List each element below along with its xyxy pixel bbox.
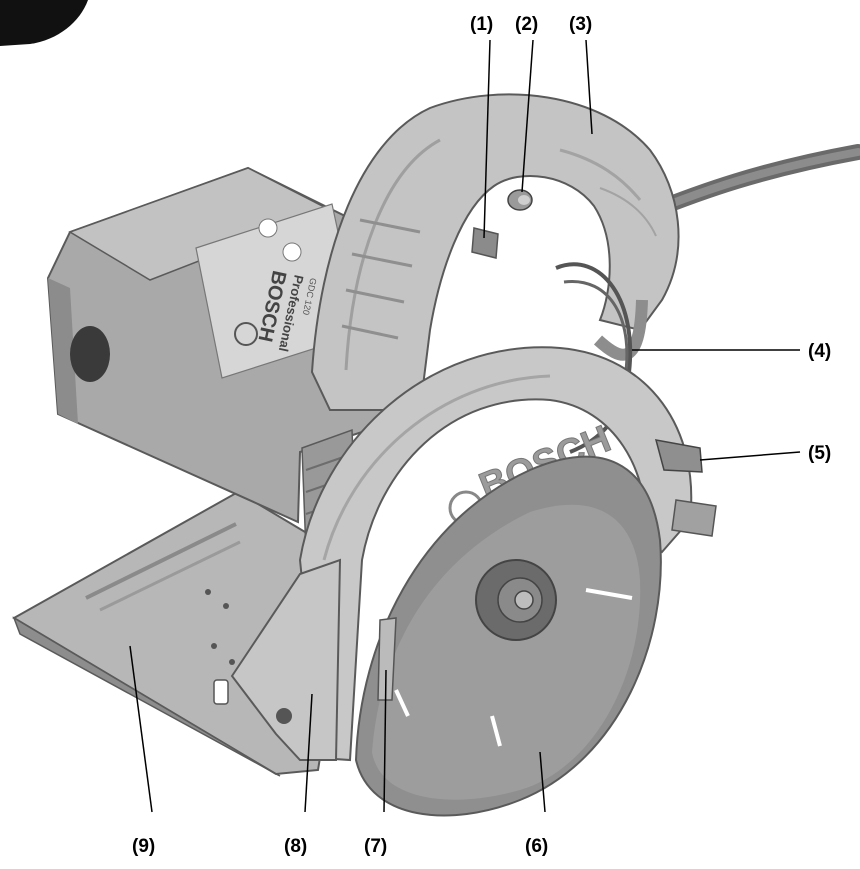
callout-6: (6)	[525, 836, 548, 857]
callout-7: (7)	[364, 836, 387, 857]
depth-lever	[654, 439, 717, 537]
callout-8: (8)	[284, 836, 307, 857]
trigger-switch	[471, 227, 499, 259]
spindle-lock	[377, 617, 397, 701]
bosch-logo-icon	[234, 322, 258, 346]
callout-3: (3)	[569, 14, 592, 35]
callout-labels: (1) (2) (3) (4) (5) (6) (7) (8) (9)	[132, 14, 831, 857]
cutting-disc	[354, 455, 662, 817]
leader-lines	[129, 39, 801, 813]
callout-2: (2)	[515, 14, 538, 35]
callout-4: (4)	[808, 341, 831, 362]
callout-1: (1)	[470, 14, 493, 35]
callout-5: (5)	[808, 443, 831, 464]
corner-badge-icon	[0, 0, 88, 46]
callout-9: (9)	[132, 836, 155, 857]
lock-on-button	[507, 189, 533, 211]
guard-front-plate	[230, 558, 342, 761]
